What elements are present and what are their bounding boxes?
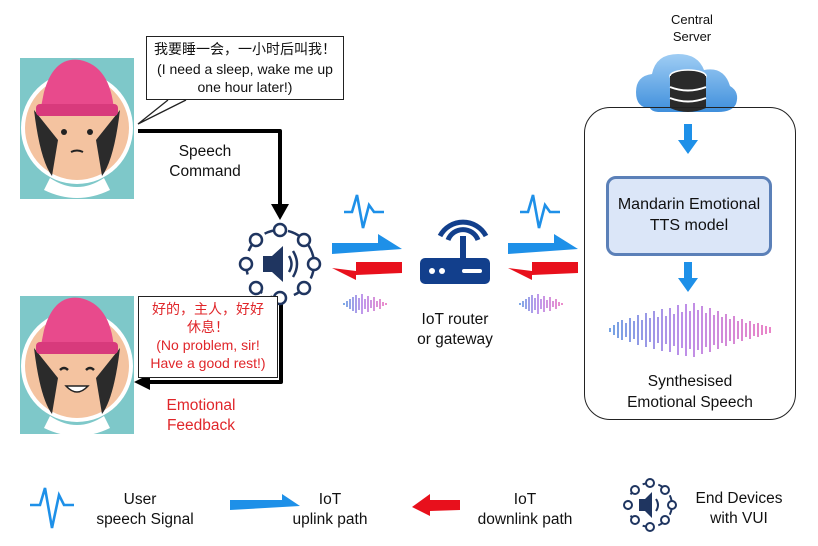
speech-signal-icon-left bbox=[344, 194, 384, 229]
legend-speech-signal-icon bbox=[30, 487, 74, 529]
legend-end-devices-label-2: with VUI bbox=[710, 510, 768, 527]
legend-speech-signal-label-1: User bbox=[123, 491, 157, 508]
server-side-box bbox=[584, 107, 796, 420]
reply-cn-1: 好的，主人，好好 bbox=[152, 301, 264, 317]
legend-uplink-label-1: IoT bbox=[318, 491, 342, 508]
cloud-database-icon bbox=[636, 54, 738, 112]
uplink-arrow-left bbox=[332, 234, 402, 254]
waveform-right bbox=[519, 294, 563, 314]
tts-model-label-2: TTS model bbox=[649, 217, 729, 234]
reply-cn-2: 休息！ bbox=[187, 319, 229, 335]
downlink-arrow-right bbox=[508, 262, 578, 280]
feedback-arrowhead bbox=[134, 374, 150, 390]
downlink-arrow-left bbox=[332, 262, 402, 280]
legend-downlink-icon bbox=[412, 494, 460, 516]
reply-en-2: Have a good rest!) bbox=[150, 355, 266, 371]
legend-uplink-label-2: uplink path bbox=[292, 511, 368, 528]
waveform-synth bbox=[609, 303, 771, 357]
legend-speech-signal-label-2: speech Signal bbox=[96, 511, 194, 528]
central-server-label-2: Server bbox=[672, 29, 712, 44]
speech-command-path bbox=[138, 129, 282, 212]
feedback-path bbox=[148, 300, 283, 384]
legend-downlink-label-1: IoT bbox=[513, 491, 537, 508]
tts-model-box: Mandarin Emotional TTS model bbox=[606, 176, 772, 256]
bubble-tail-top bbox=[137, 99, 187, 125]
uplink-arrow-right bbox=[508, 234, 578, 254]
user-prompt-cn: 我要睡一会，一小时后叫我！ bbox=[154, 41, 336, 57]
speech-bubble-top: 我要睡一会，一小时后叫我！ (I need a sleep, wake me u… bbox=[146, 36, 344, 100]
user-prompt-en-2: one hour later!) bbox=[197, 79, 293, 95]
speech-signal-icon-right bbox=[520, 194, 560, 229]
iot-router-label-2: or gateway bbox=[417, 331, 493, 348]
legend-downlink-label-2: downlink path bbox=[477, 511, 573, 528]
central-server-label-1: Central bbox=[671, 12, 713, 27]
user-prompt-en-1: (I need a sleep, wake me up bbox=[157, 61, 333, 77]
legend-end-devices-label-1: End Devices bbox=[695, 490, 783, 507]
speech-command-label-2: Command bbox=[169, 163, 241, 180]
legend-uplink-icon bbox=[230, 494, 300, 510]
tts-model-label-1: Mandarin Emotional bbox=[617, 196, 761, 214]
reply-en-1: (No problem, sir! bbox=[156, 337, 260, 353]
speech-command-label-1: Speech bbox=[178, 143, 232, 160]
user-avatar-bottom bbox=[20, 296, 134, 436]
speech-command-arrowhead bbox=[271, 204, 289, 220]
user-avatar-top bbox=[20, 58, 134, 199]
iot-router-label-1: IoT router bbox=[421, 311, 489, 328]
router-icon bbox=[420, 219, 490, 284]
tts-to-speech-arrow bbox=[678, 262, 698, 292]
emotional-feedback-label-2: Feedback bbox=[166, 417, 236, 434]
server-to-tts-arrow bbox=[678, 124, 698, 154]
synth-speech-label-1: Synthesised bbox=[647, 373, 733, 390]
synth-speech-label-2: Emotional Speech bbox=[627, 394, 753, 411]
waveform-left bbox=[343, 294, 387, 314]
speech-bubble-bottom: 好的，主人，好好 休息！ (No problem, sir! Have a go… bbox=[138, 296, 278, 378]
legend-end-device-icon bbox=[623, 478, 677, 532]
emotional-feedback-label-1: Emotional bbox=[166, 397, 236, 414]
speaker-icon bbox=[238, 222, 322, 306]
